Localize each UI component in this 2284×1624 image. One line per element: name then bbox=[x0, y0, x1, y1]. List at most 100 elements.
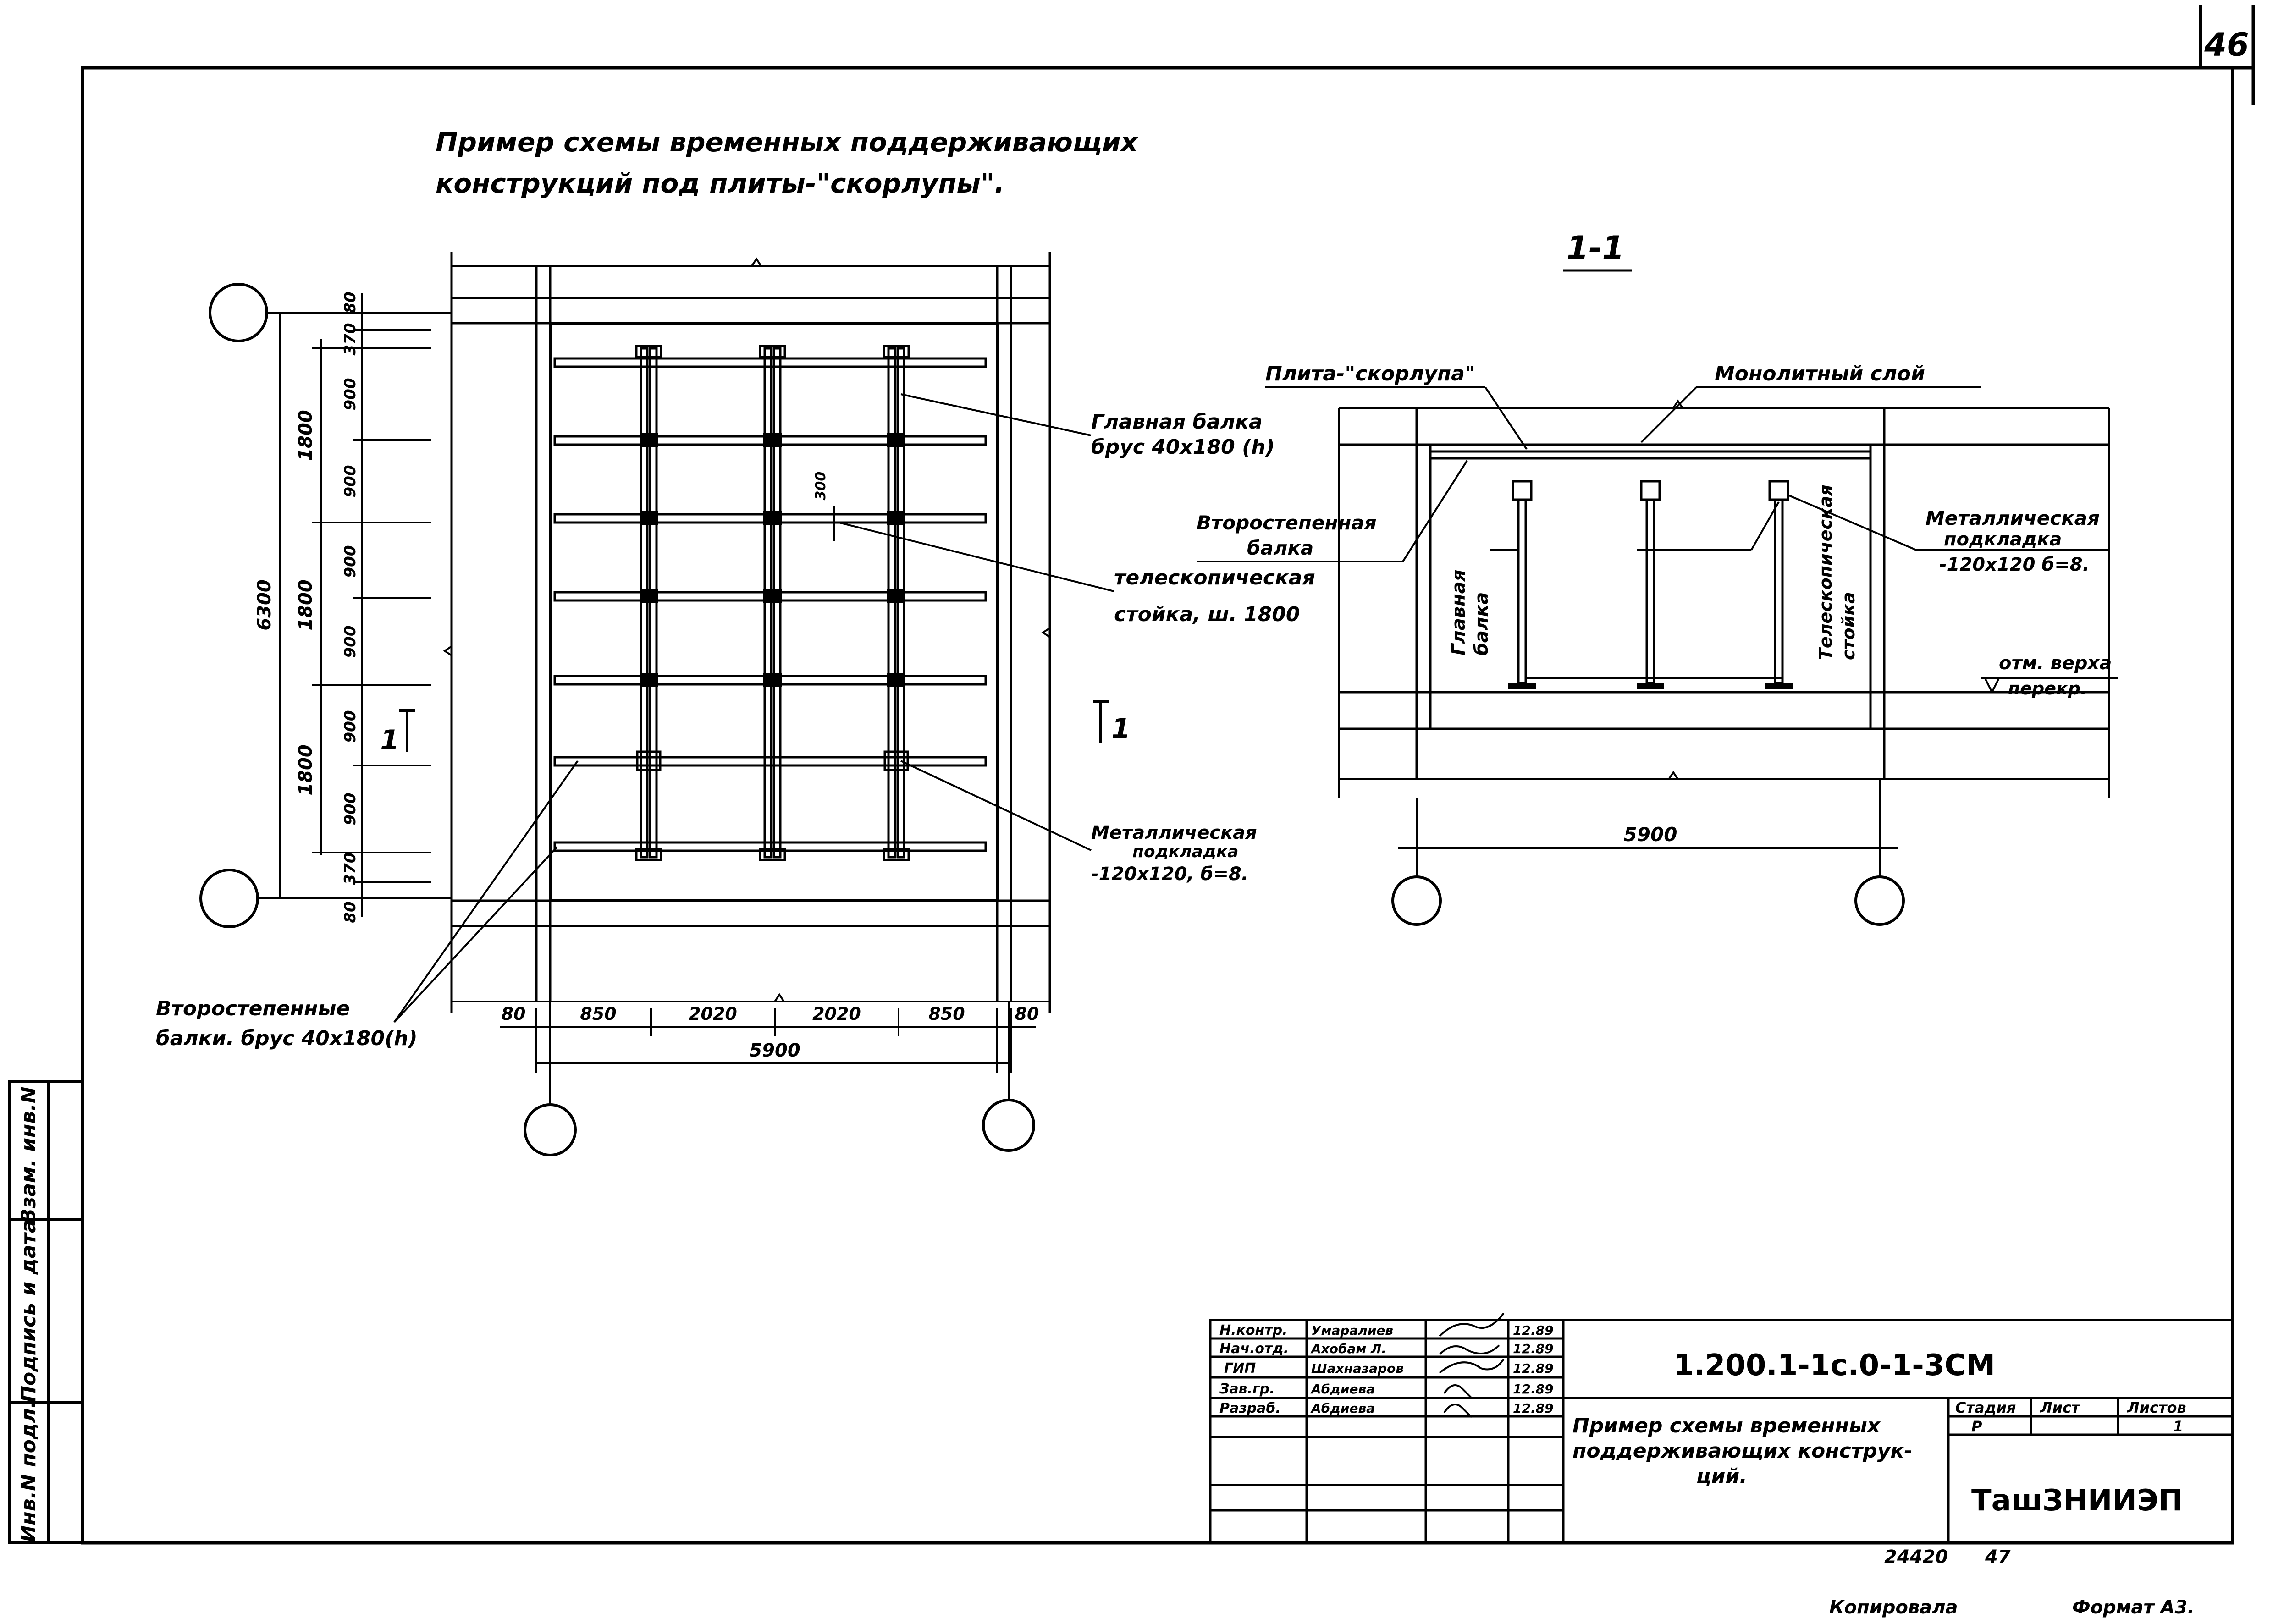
dim-bottom-3: 2020 bbox=[689, 1004, 737, 1024]
svg-text:Умаралиев: Умаралиев bbox=[1311, 1323, 1393, 1338]
dim-inner-2: 370 bbox=[341, 323, 359, 356]
metal-plates bbox=[635, 345, 910, 861]
dim-inner-9: 370 bbox=[341, 853, 359, 885]
stamp-inv-replace: Взам. инв.N bbox=[17, 1086, 40, 1223]
dim-bottom-6: 80 bbox=[1015, 1004, 1039, 1024]
callout-main-beam-2: брус 40х180 (h) bbox=[1091, 435, 1275, 459]
svg-text:Разраб.: Разраб. bbox=[1219, 1400, 1281, 1416]
sheets-header: Листов bbox=[2127, 1399, 2186, 1416]
title-block-signatures bbox=[1439, 1312, 1505, 1418]
section-axis-bubble-right bbox=[1854, 875, 1905, 926]
horizontal-dimensions bbox=[500, 1008, 1036, 1073]
cut-dim: 300 bbox=[813, 472, 829, 501]
dim-outer-2: 1800 bbox=[295, 579, 316, 630]
axis-bubble-left bbox=[524, 1103, 577, 1156]
axis-bubble-bottom bbox=[199, 869, 259, 928]
label-plate-1: Металлическая bbox=[1925, 507, 2100, 529]
dim-bottom-1: 80 bbox=[502, 1004, 526, 1024]
document-code: 1.200.1-1с.0-1-3СМ bbox=[1673, 1349, 1995, 1382]
organization: ТашЗНИИЭП bbox=[1971, 1484, 2183, 1518]
title-block-dates: 12.89 12.89 12.89 12.89 12.89 bbox=[1513, 1323, 1554, 1416]
sheets-value: 1 bbox=[2173, 1418, 2183, 1435]
beam-joints bbox=[640, 433, 905, 687]
sheet-number: 46 bbox=[2204, 26, 2249, 64]
dim-total-height: 6300 bbox=[254, 579, 275, 630]
footer-inv-number: 24420 bbox=[1884, 1547, 1948, 1568]
stamp-signature-date: Подпись и дата bbox=[17, 1219, 40, 1403]
dim-inner-5: 900 bbox=[341, 545, 359, 578]
stage-header: Стадия bbox=[1955, 1399, 2016, 1416]
axis-bubble-top bbox=[209, 283, 268, 342]
axis-bubble-right bbox=[982, 1099, 1035, 1152]
section-cut-mark-left: 1 bbox=[380, 709, 415, 756]
label-secondary-beam-2: балка bbox=[1247, 537, 1313, 559]
label-shell-plate: Плита-"скорлупа" bbox=[1265, 362, 1475, 385]
dim-inner-6: 900 bbox=[341, 626, 359, 658]
label-plate-2: подкладка bbox=[1944, 529, 2062, 550]
callout-secondary-1: Второстепенные bbox=[156, 997, 350, 1020]
svg-text:Ахобам Л.: Ахобам Л. bbox=[1310, 1341, 1386, 1356]
footer-format: Формат А3. bbox=[2072, 1597, 2195, 1618]
dim-inner-8: 900 bbox=[341, 793, 359, 826]
dim-inner-1: 80 bbox=[341, 292, 359, 313]
description-line-2: поддерживающих конструк- bbox=[1572, 1439, 1913, 1463]
dim-bottom-5: 850 bbox=[928, 1004, 965, 1024]
callout-secondary-2: балки. брус 40х180(h) bbox=[156, 1027, 418, 1050]
svg-text:Абдиева: Абдиева bbox=[1310, 1401, 1375, 1416]
title-block bbox=[1209, 1319, 2234, 1544]
svg-text:12.89: 12.89 bbox=[1513, 1341, 1554, 1356]
footer-copied: Копировала bbox=[1829, 1597, 1958, 1618]
stage-value: Р bbox=[1971, 1418, 1982, 1435]
description-line-3: ций. bbox=[1696, 1464, 1747, 1488]
svg-text:12.89: 12.89 bbox=[1513, 1323, 1554, 1338]
svg-text:1: 1 bbox=[1111, 713, 1131, 745]
leaders bbox=[393, 393, 1114, 1023]
svg-text:Н.контр.: Н.контр. bbox=[1219, 1322, 1287, 1338]
dim-inner-3: 900 bbox=[341, 378, 359, 411]
dim-inner-10: 80 bbox=[341, 901, 359, 923]
label-plate-3: -120х120 б=8. bbox=[1939, 554, 2090, 575]
dim-inner-4: 900 bbox=[341, 465, 359, 498]
label-level-1: отм. верха bbox=[1999, 653, 2112, 674]
dim-inner-7: 900 bbox=[341, 710, 359, 743]
label-level-2: перекр. bbox=[2008, 678, 2087, 699]
telescopic-props bbox=[1508, 480, 1793, 689]
section-dim-width: 5900 bbox=[1624, 823, 1677, 846]
callout-telescopic-2: стойка, ш. 1800 bbox=[1114, 603, 1300, 626]
vertical-dimensions bbox=[266, 293, 431, 917]
side-stamp: Взам. инв.N Подпись и дата Инв.N подл. bbox=[8, 1080, 84, 1544]
svg-text:Абдиева: Абдиева bbox=[1310, 1382, 1375, 1397]
svg-text:1: 1 bbox=[380, 724, 399, 756]
callout-telescopic-1: телескопическая bbox=[1114, 566, 1315, 589]
title-block-roles: Н.контр. Нач.отд. ГИП Зав.гр. Разраб. bbox=[1219, 1322, 1289, 1416]
stamp-inv-original: Инв.N подл. bbox=[17, 1400, 40, 1542]
svg-text:ГИП: ГИП bbox=[1224, 1360, 1256, 1376]
title-block-names: Умаралиев Ахобам Л. Шахназаров Абдиева А… bbox=[1310, 1323, 1404, 1416]
label-telescopic-2: стойка bbox=[1838, 592, 1859, 660]
description-line-1: Пример схемы временных bbox=[1572, 1414, 1881, 1437]
callout-plate-3: -120х120, б=8. bbox=[1091, 864, 1248, 885]
label-main-beam-1: Главная bbox=[1448, 570, 1469, 655]
section-title: 1-1 bbox=[1567, 229, 1624, 267]
footer-sheet-seq: 47 bbox=[1985, 1547, 2011, 1568]
callout-main-beam-1: Главная балка bbox=[1091, 410, 1263, 434]
callout-plate-2: подкладка bbox=[1132, 842, 1239, 861]
dim-outer-1: 1800 bbox=[295, 410, 316, 461]
callout-plate-1: Металлическая bbox=[1091, 822, 1257, 843]
section-cut-mark-right: 1 bbox=[1093, 700, 1131, 745]
label-secondary-beam-1: Второстепенная bbox=[1197, 512, 1377, 534]
svg-text:12.89: 12.89 bbox=[1513, 1401, 1554, 1416]
label-monolith: Монолитный слой bbox=[1715, 362, 1925, 385]
sheet-header: Лист bbox=[2040, 1399, 2081, 1416]
svg-text:12.89: 12.89 bbox=[1513, 1382, 1554, 1397]
dim-bottom-4: 2020 bbox=[812, 1004, 861, 1024]
sheet-frame: 46 bbox=[81, 5, 2255, 1545]
label-main-beam-2: балка bbox=[1471, 592, 1492, 655]
title-line-1: Пример схемы временных поддерживающих bbox=[436, 127, 1139, 158]
svg-text:12.89: 12.89 bbox=[1513, 1361, 1554, 1376]
svg-text:Нач.отд.: Нач.отд. bbox=[1219, 1341, 1289, 1357]
dim-total-width: 5900 bbox=[749, 1040, 800, 1061]
dim-bottom-2: 850 bbox=[580, 1004, 616, 1024]
title-line-2: конструкций под плиты-"скорлупы". bbox=[436, 168, 1004, 199]
